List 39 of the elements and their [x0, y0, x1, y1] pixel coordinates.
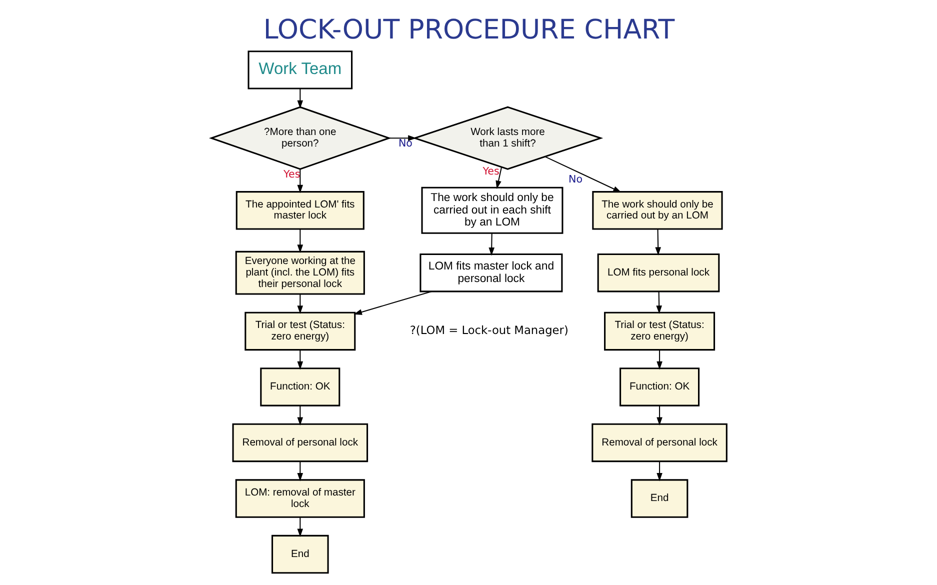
arrow	[296, 168, 303, 193]
node-box: Removal of personal lock	[232, 422, 368, 462]
node-diamond: ?More than one person?	[208, 106, 391, 170]
node-box: Trial or test (Status: zero energy)	[244, 311, 356, 350]
arrow	[296, 294, 303, 314]
node-box: LOM fits personal lock	[596, 253, 720, 292]
arrow	[656, 460, 662, 481]
node-box: Everyone working at the plant (incl. the LOM) fits their personal lock	[234, 250, 364, 294]
node-box: The work should only be carried out by an LOM	[592, 190, 722, 230]
node-box: LOM fits master lock and personal lock	[419, 253, 562, 292]
label: ?(LOM = Lock-out Manager)	[409, 322, 568, 337]
arrow	[656, 349, 662, 370]
arrow	[296, 228, 303, 252]
arrow	[296, 349, 303, 370]
arrow	[388, 134, 416, 140]
arrow	[656, 291, 662, 314]
node-box: The work should only be carried out in each shift by an LOM	[420, 186, 563, 234]
arrow	[656, 405, 662, 425]
arrow	[488, 232, 494, 256]
arrow	[296, 405, 303, 425]
edge-label: No	[398, 136, 412, 149]
edge-label: No	[568, 173, 582, 186]
node-box: Work Team	[247, 50, 352, 89]
node-box: Trial or test (Status: zero energy)	[604, 311, 715, 350]
arrow	[296, 460, 303, 481]
node-box: Function: OK	[619, 367, 700, 406]
node-box: Removal of personal lock	[591, 422, 727, 462]
arrow	[353, 290, 432, 314]
arrow	[544, 156, 621, 192]
node-box: Function: OK	[260, 367, 340, 406]
diagram-title: LOCK-OUT PROCEDURE CHART	[262, 14, 674, 46]
arrow	[654, 228, 660, 256]
node-box: End	[630, 478, 688, 518]
node-box: LOM: removal of master lock	[234, 478, 364, 518]
arrow	[296, 88, 303, 108]
arrow	[495, 166, 502, 188]
node-box: End	[271, 534, 328, 574]
arrow	[296, 516, 303, 537]
node-box: The appointed LOM' fits master lock	[235, 190, 364, 230]
